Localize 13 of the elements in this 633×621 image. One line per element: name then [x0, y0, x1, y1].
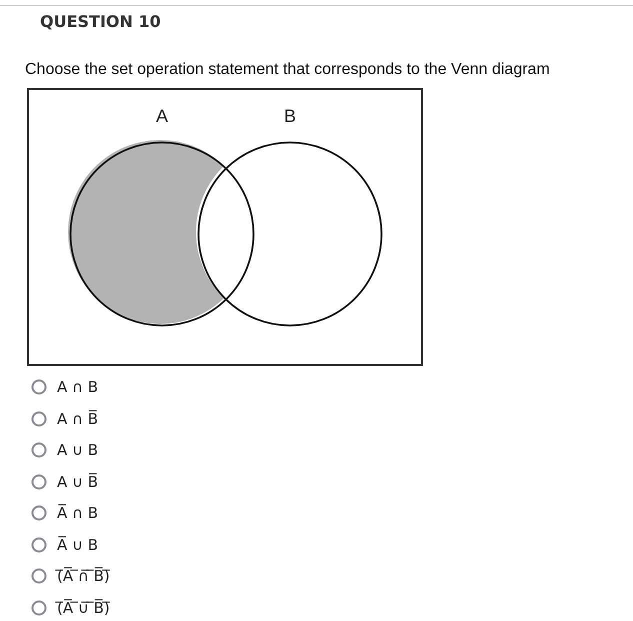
set-label: B [282, 106, 297, 127]
set-label: A [154, 106, 169, 127]
option-text: (̅A̅ ̅∪̅ ̅B̅)̅ [57, 598, 110, 616]
option-text: A̅ ∪ B [57, 536, 98, 554]
option-text: A̅ ∩ B [57, 504, 98, 522]
option-text: A ∩ B̅ [57, 410, 98, 428]
option-text: A ∪ B̅ [57, 472, 98, 490]
question-text: Choose the set operation statement that corresponds to the Venn diagram [25, 61, 550, 79]
option-text: (̅A̅ ̅∩̅ ̅B̅)̅ [57, 567, 110, 585]
venn-frame [27, 88, 423, 366]
option-text: A ∪ B [57, 441, 98, 459]
question-heading: QUESTION 10 [40, 12, 161, 31]
option-text: A ∩ B [57, 378, 98, 396]
